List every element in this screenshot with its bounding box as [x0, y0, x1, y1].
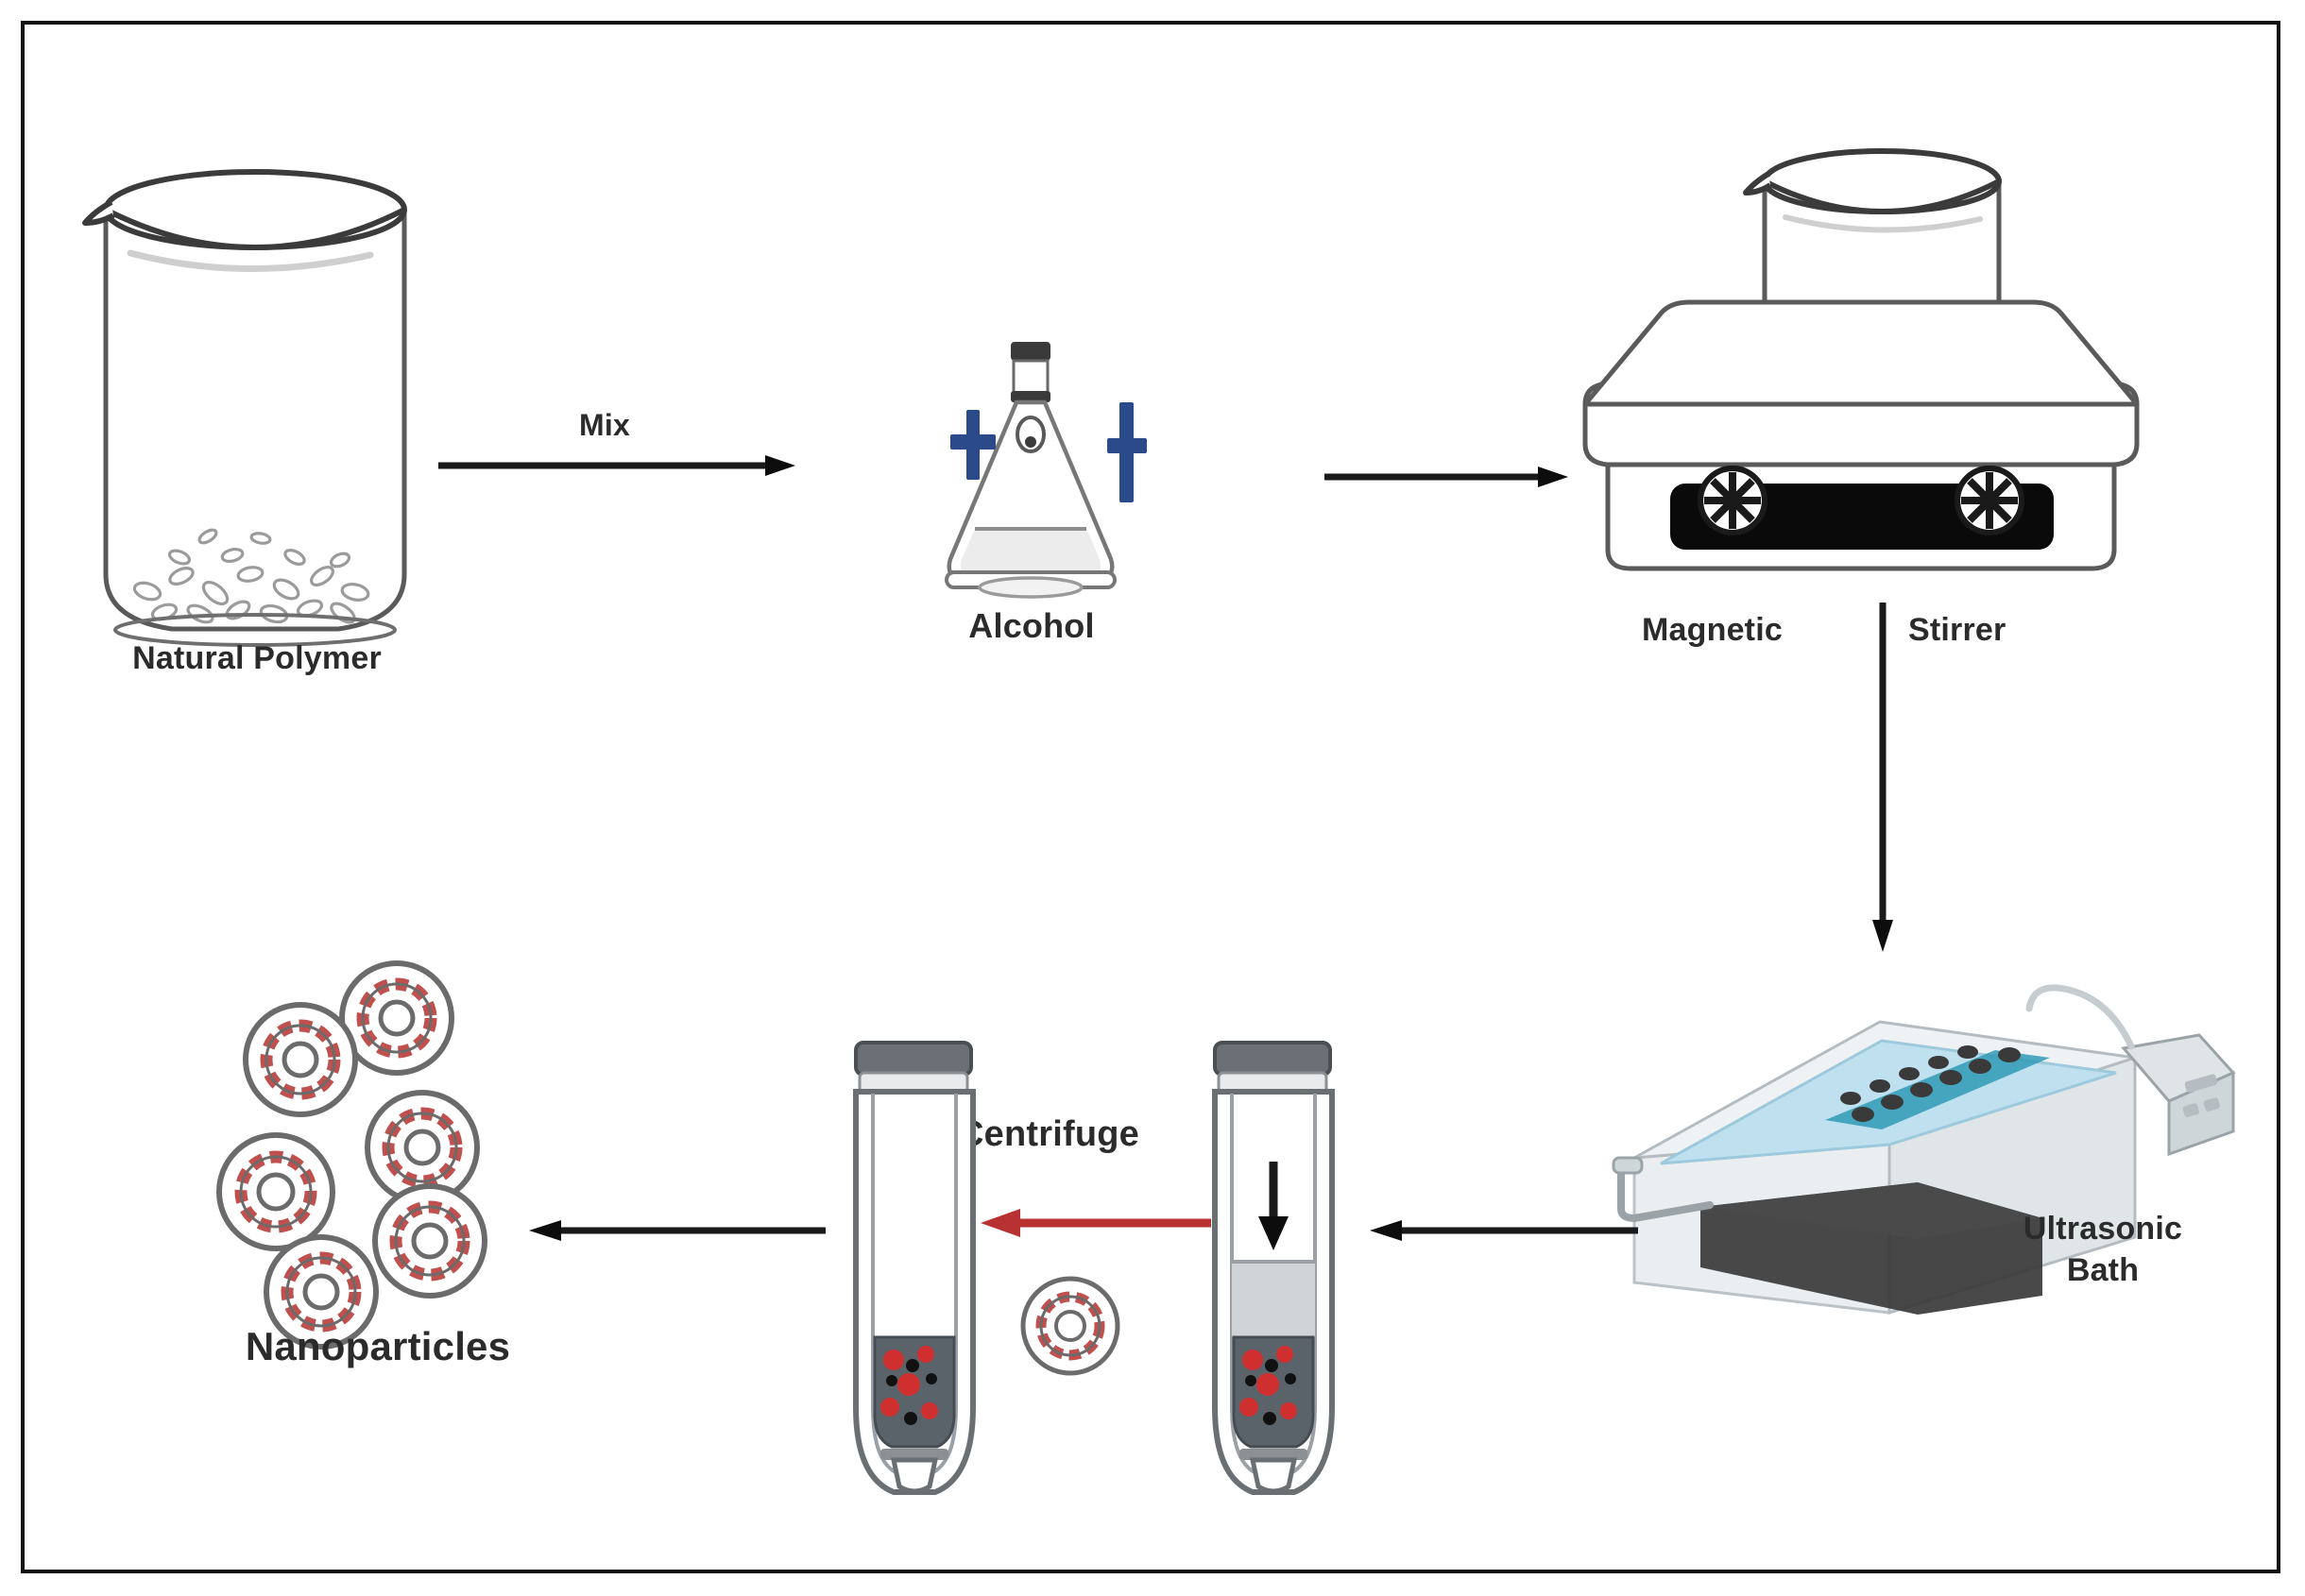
natural-polymer-beaker [57, 142, 453, 671]
alcohol-label: Alcohol [968, 606, 1095, 645]
centrifuge-label: Centrifuge [958, 1114, 1139, 1154]
mix-label: Mix [579, 408, 630, 442]
ultrasonic-bath-label-line2: Bath [2066, 1252, 2140, 1288]
alcohol-flask [888, 340, 1171, 614]
arrow-tube-to-nanoparticles [518, 1216, 829, 1245]
magnetic-stirrer-label-left: Magnetic [1642, 612, 1783, 648]
natural-polymer-label: Natural Polymer [132, 640, 382, 676]
nanoparticles-label: Nanoparticles [245, 1324, 511, 1368]
arrow-mix [435, 451, 803, 480]
arrow-bath-to-tube [1358, 1216, 1642, 1245]
arrow-centrifuge [975, 1207, 1215, 1239]
ultrasonic-bath-label-line1: Ultrasonic [2023, 1211, 2183, 1247]
nanoparticle-icon-single [1017, 1273, 1123, 1379]
figure-border [21, 21, 2280, 1573]
arrow-stirrer-to-bath [1869, 601, 1897, 959]
centrifuge-tube-left [839, 1037, 990, 1509]
ultrasonic-bath [1606, 935, 2236, 1332]
arrow-flask-to-stirrer [1321, 463, 1576, 491]
nanoparticle-cluster [198, 935, 595, 1350]
centrifuge-tube-right [1198, 1037, 1349, 1509]
magnetic-stirrer [1549, 76, 2173, 604]
magnetic-stirrer-label-right: Stirrer [1908, 612, 2006, 648]
blue-cross-mark-right [1105, 400, 1149, 504]
blue-cross-mark-left [948, 408, 998, 482]
